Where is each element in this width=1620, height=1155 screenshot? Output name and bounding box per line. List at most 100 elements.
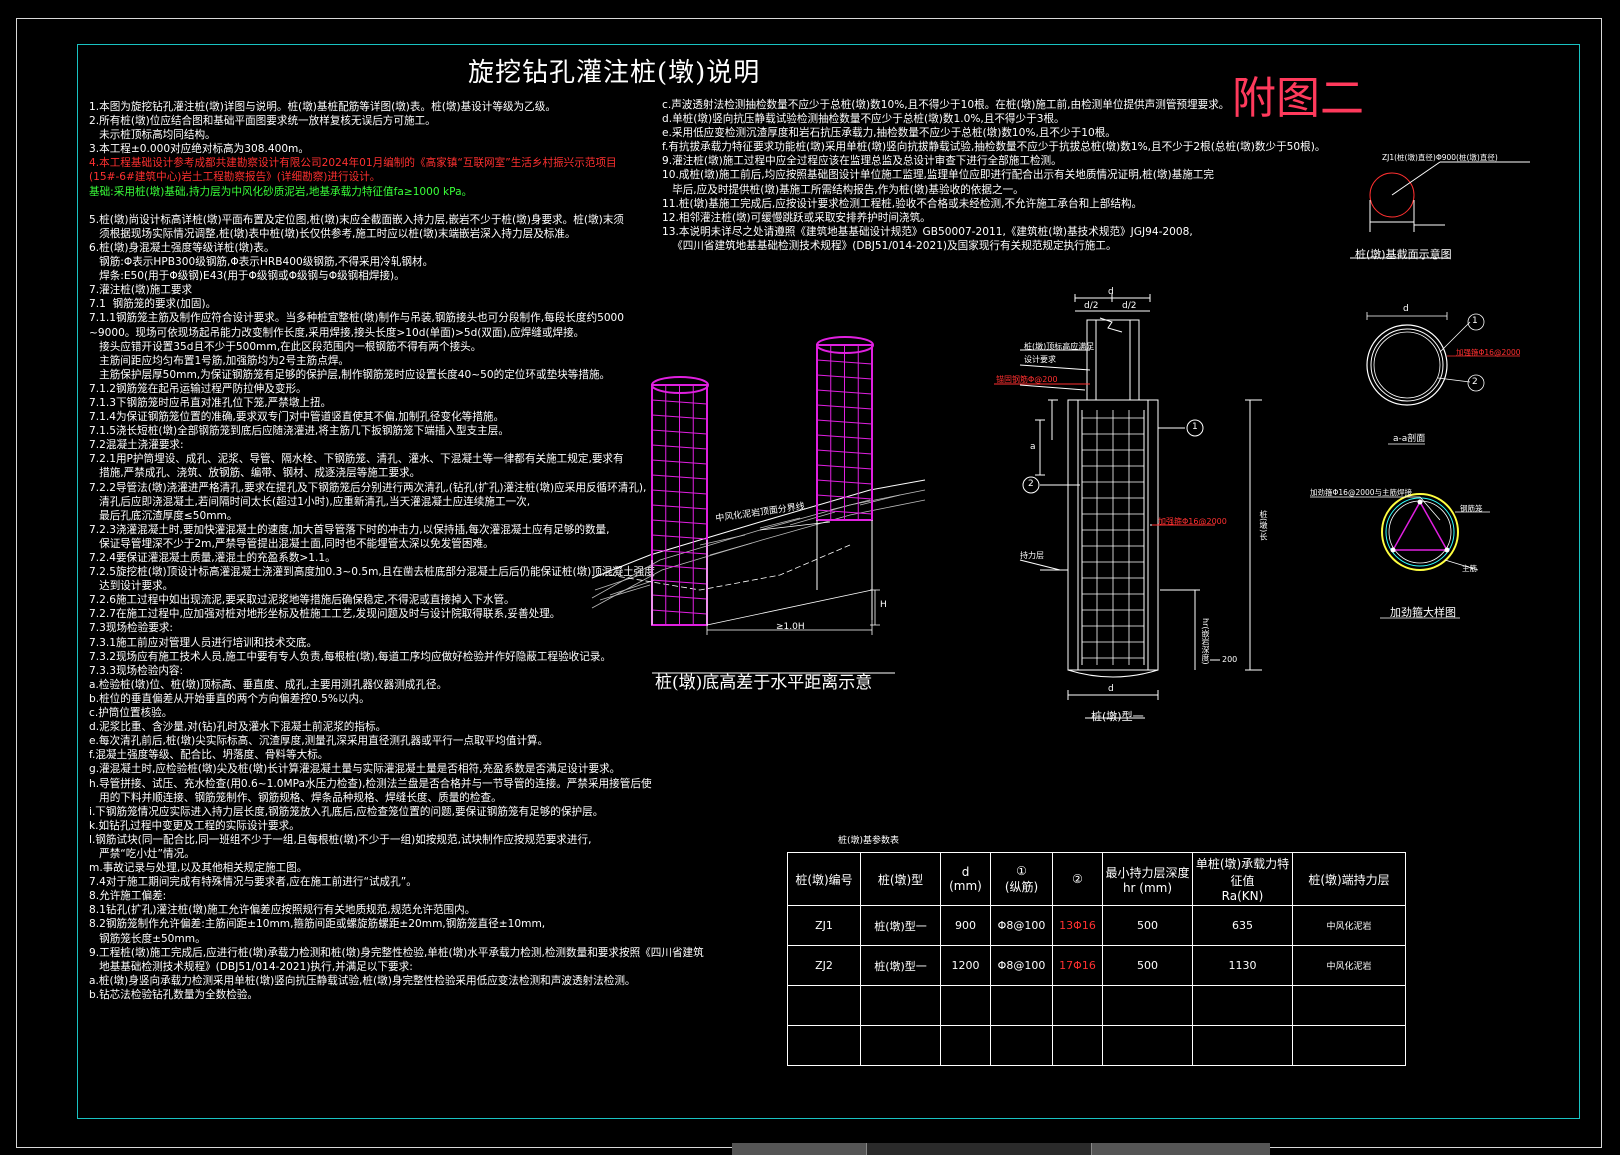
note-line: m.事故记录与处理,以及其他相关规定施工图。 [89,862,308,875]
reinf-caption: 加劲箍大样图 [1390,606,1456,619]
table-header-cell: ② [1052,852,1103,906]
table-cell [1192,985,1293,1026]
note-line: 7.1.1钢筋笼主筋及制作应符合设计要求。当多种桩宜整桩(墩)制作与吊装,钢筋接… [89,312,625,325]
table-cell: 500 [1102,945,1193,986]
detail-hr: hr(嵌岩深度) [1201,618,1210,665]
detail-stirrup-label: 加强箍Φ16@2000 [1158,517,1227,526]
section-note: ZJ1(桩(墩)直径)Φ900(桩(墩)直径) [1382,153,1498,162]
note-line: 7.灌注桩(墩)施工要求 [89,284,193,297]
table-cell: 中风化泥岩 [1292,905,1406,946]
note-line: b.桩位的垂直偏差从开始垂直的两个方向偏差控0.5%以内。 [89,692,370,705]
table-cell [940,985,991,1026]
note-line: f.混凝土强度等级、配合比、坍落度、骨料等大标。 [89,749,329,762]
note-line: 7.3.2现场应有施工技术人员,施工中要有专人负责,每根桩(墩),每道工序均应做… [89,650,612,663]
table-cell [1192,1025,1293,1066]
section-caption: 桩(墩)基截面示意图 [1355,248,1452,261]
scrollbar-thumb[interactable] [866,1143,1092,1155]
table-row [787,985,1406,1026]
note-line: 清孔后应即浇混凝土,若间隔时间太长(超过1小时),应重新清孔,当天灌混凝土应连续… [89,495,531,508]
notes-left-column: 1.本图为旋挖钻孔灌注桩(墩)详图与说明。桩(墩)基桩配筋等详图(墩)表。桩(墩… [89,100,704,1002]
note-line: 未示桩顶标高均同结构。 [89,129,216,142]
note-line: 9.灌注桩(墩)施工过程中应全过程应该在监理总监及总设计审查下进行全部施工检测。 [662,155,1062,168]
note-line: d.单桩(墩)竖向抗压静载试验检测抽检数量不应少于总桩(墩)数1.0%,且不得少… [662,113,1065,126]
detail-d-bottom: d [1108,684,1114,694]
detail-d-half-left: d/2 [1084,301,1099,311]
note-line: 3.本工程±0.000对应绝对标高为308.400m。 [89,143,309,156]
table-cell [860,1025,941,1066]
table-cell: 桩(墩)型一 [860,905,941,946]
ring-section-diagram [1366,312,1520,445]
note-line: l.钢筋试块(同一配合比,同一班组不少于一组,且每根桩(墩)不少于一组)如按规范… [89,833,592,846]
table-cell [1102,985,1193,1026]
drawing-title: 旋挖钻孔灌注桩(墩)说明 [468,58,761,88]
pile-detail-diagram [1019,294,1262,719]
detail-soil-label: 持力层 [1020,551,1044,560]
note-line: 4.本工程基础设计参考成都共建勘察设计有限公司2024年01月编制的《高家镇“互… [89,157,617,170]
note-line: 7.1.2钢筋笼在起吊运输过程严防拉伸及变形。 [89,382,307,395]
bottom-scrollbar[interactable] [732,1143,1270,1155]
note-line: 基础:采用桩(墩)基础,持力层为中风化砂质泥岩,地基承载力特征值fa≥1000 … [89,185,473,198]
note-line: 2.所有桩(墩)位应结合图和基础平面图要求统一放样复核无误后方可施工。 [89,115,436,128]
note-line: g.灌混凝土时,应检验桩(墩)尖及桩(墩)长计算灌混凝土量与实际灌混凝土量是否相… [89,763,621,776]
note-line: f.有抗拔承载力特征要求功能桩(墩)采用单桩(墩)竖向抗拔静载试验,抽检数量不应… [662,141,1326,154]
note-line: k.如钻孔过程中变更及工程的实际设计要求。 [89,819,300,832]
note-line: 7.2.6施工过程中如出现流泥,要采取过泥浆地等措施后确保稳定,不得泥或直接掉入… [89,594,515,607]
note-line: 用的下料并顺连接、钢筋笼制作、钢筋规格、焊条品种规格、焊缝长度、质量的检查。 [89,791,502,804]
table-cell [1292,985,1406,1026]
table-cell: ZJ1 [787,905,861,946]
table-cell: 1130 [1192,945,1293,986]
note-line: 8.1钻孔(扩孔)灌注桩(墩)施工允许偏差应按照规行有关地质规范,规范允许范围内… [89,904,476,917]
note-line: 措施,严禁成孔、浇筑、放钢筋、编带、钢材、成逐浇层等施工要求。 [89,467,421,480]
table-cell [787,985,861,1026]
note-line: 7.3.3现场检验内容: [89,664,184,677]
table-cell: 桩(墩)型一 [860,945,941,986]
table-cell: Φ8@100 [990,905,1053,946]
note-line: 7.4对于施工期间完成有特殊情况与要求者,应在施工前进行“试成孔”。 [89,876,417,889]
ring-circle-2: 2 [1472,377,1478,387]
note-line: 7.2.5旋挖桩(墩)顶设计标高灌混凝土浇灌到高度加0.3~0.5m,且在凿去桩… [89,566,655,579]
pile-1 [651,376,709,626]
note-line: 主筋保护层厚50mm,为保证钢筋笼有足够的保护层,制作钢筋笼时应设置长度40~5… [89,368,611,381]
table-cell [1292,1025,1406,1066]
note-line: 13.本说明未详尽之处请遵照《建筑地基基础设计规范》GB50007-2011,《… [662,225,1193,238]
note-line: b.钻芯法检验钻孔数量为全数检验。 [89,988,258,1001]
note-line: 7.2.3浇灌混凝土时,要加快灌混凝土的速度,加大首导管落下时的冲击力,以保持插… [89,523,610,536]
note-line: 钢筋笼长度±50mm。 [89,932,206,945]
note-line: 钢筋:Φ表示HPB300级钢筋,Φ表示HRB400级钢筋,不得采用冷轧钢材。 [89,256,434,269]
table-cell [940,1025,991,1066]
pile-section-diagram [1350,161,1530,259]
table-header-cell: 桩(墩)端持力层 [1292,852,1406,906]
drawing-border-inner [77,44,1580,1119]
note-line: a.桩(墩)身竖向承载力检测采用单桩(墩)竖向抗压静载试验,桩(墩)身完整性检验… [89,974,636,987]
note-line: a.检验桩(墩)位、桩(墩)顶标高、垂直度、成孔,主要用测孔器仪器测成孔径。 [89,678,448,691]
table-header-cell: 单桩(墩)承载力特征值 Ra(KN) [1192,852,1293,906]
table-header-cell: ① (纵筋) [990,852,1053,906]
note-line: 12.相邻灌注桩(墩)可缓慢跳跃或采取安排养护时间浇筑。 [662,211,931,224]
table-cell [1052,1025,1103,1066]
note-line: 地基基础检测技术规程》(DBJ51/014-2021)执行,并满足以下要求: [89,960,413,973]
table-cell [1052,985,1103,1026]
note-line: h.导管拼接、试压、充水检查(用0.6~1.0MPa水压力检查),检测法兰盘是否… [89,777,652,790]
note-line: 达到设计要求。 [89,580,174,593]
note-line: c.护筒位置核验。 [89,707,173,720]
table-cell: 500 [1102,905,1193,946]
note-line: 焊条:E50(用于Φ级钢)E43(用于Φ级钢或Φ级钢与Φ级钢相焊接)。 [89,270,405,283]
detail-caption: 桩(墩)型一 [1091,710,1144,723]
note-line: 接头应错开设置35d且不少于500mm,在此区段范围内一根钢筋不得有两个接头。 [89,340,482,353]
table-cell: Φ8@100 [990,945,1053,986]
note-line: 7.2混凝土浇灌要求: [89,439,184,452]
table-cell [1102,1025,1193,1066]
detail-d-top: d [1108,287,1114,297]
ring-d: d [1403,304,1409,314]
ring-circle-1: 1 [1472,316,1478,326]
distance-label: ≥1.0H [776,622,805,632]
notes-middle-column: c.声波透射法检测抽检数量不应少于总桩(墩)数10%,且不得少于10根。在桩(墩… [662,98,1326,253]
note-line: 保证导管埋深不少于2m,严禁导管提出混凝土面,同时也不能埋管太深以免发管困难。 [89,537,494,550]
table-header-cell: d (mm) [940,852,991,906]
table-header-cell: 桩(墩)型 [860,852,941,906]
table-cell [860,985,941,1026]
table-cell: 1200 [940,945,991,986]
detail-label-top2: 设计要求 [1024,355,1056,364]
note-line: 7.1.3下钢筋笼时应吊直对准孔位下笼,严禁墩上扭。 [89,396,332,409]
